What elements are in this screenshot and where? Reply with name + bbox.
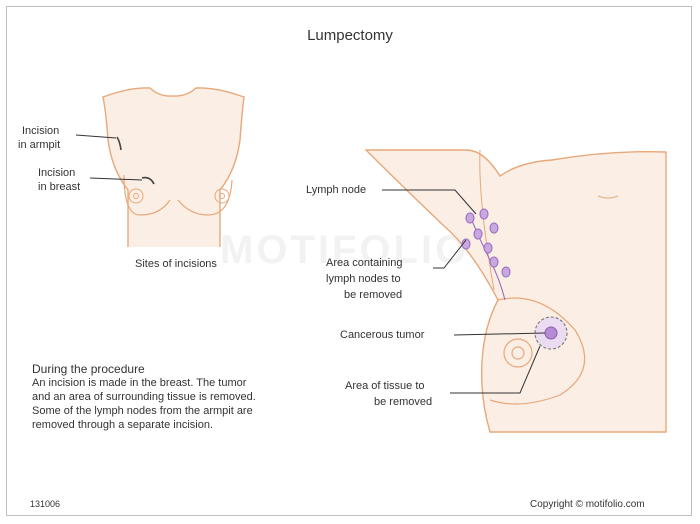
label-incision-armpit-line1: Incision	[22, 125, 60, 137]
description-line: Some of the lymph nodes from the armpit …	[32, 405, 253, 417]
torso-outline	[102, 87, 245, 247]
leader-armpit-incision	[75, 134, 117, 139]
diagram-title: Lumpectomy	[307, 27, 393, 44]
side-view	[364, 149, 667, 433]
leader-lines	[75, 134, 546, 394]
figure-id: 131006	[30, 499, 61, 509]
lymph-node	[489, 222, 499, 234]
leader-tissue-area	[450, 345, 541, 394]
lymph-node	[489, 256, 499, 268]
label-tissue-area-line2: be removed	[374, 396, 433, 408]
left-areola	[128, 188, 144, 204]
breast-contour	[489, 297, 586, 405]
left-nipple	[133, 193, 139, 199]
leader-tumor	[453, 332, 546, 336]
side-nipple	[511, 346, 525, 360]
label-tissue-area-line1: Area of tissue to	[345, 380, 425, 392]
armpit-incision-mark	[116, 136, 122, 151]
label-lymph-area-line3: be removed	[344, 289, 403, 301]
watermark: MOTIFOLIO	[220, 228, 470, 272]
side-areola	[503, 338, 533, 368]
label-lymph-area-line1: Area containing	[326, 257, 403, 269]
lymph-node	[461, 238, 471, 250]
lymph-node	[473, 228, 483, 240]
label-lymph-node: Lymph node	[306, 184, 367, 196]
lymph-node	[479, 208, 489, 220]
label-incision-breast-line1: Incision	[38, 167, 76, 179]
lymph-node	[501, 266, 511, 278]
label-incision-breast-line2: in breast	[38, 181, 81, 193]
description-heading: During the procedure	[32, 362, 145, 376]
side-body-outline	[364, 149, 667, 433]
leader-lymph-area	[433, 239, 467, 269]
lymph-node	[465, 212, 475, 224]
description-line: An incision is made in the breast. The t…	[32, 377, 247, 389]
label-cancerous-tumor: Cancerous tumor	[340, 329, 425, 341]
front-torso	[102, 87, 245, 247]
collarbone-line	[597, 195, 619, 199]
leader-breast-incision	[89, 177, 143, 181]
leader-lymph-node	[382, 189, 477, 215]
lymph-node	[483, 242, 493, 254]
lymph-nodes	[461, 208, 511, 301]
right-nipple	[219, 193, 225, 199]
description-line: and an area of surrounding tissue is rem…	[32, 391, 256, 403]
right-areola	[214, 188, 230, 204]
breast-incision-mark	[141, 176, 155, 185]
label-lymph-area-line2: lymph nodes to	[326, 273, 401, 285]
caption-sites-of-incisions: Sites of incisions	[135, 258, 217, 270]
procedure-description: During the procedure An incision is made…	[32, 362, 256, 432]
copyright-notice: Copyright © motifolio.com	[530, 499, 645, 510]
image-border	[6, 6, 692, 516]
description-line: removed through a separate incision.	[32, 419, 213, 431]
left-breast-curve	[123, 174, 171, 216]
label-incision-armpit-line2: in armpit	[18, 139, 61, 151]
cancerous-tumor	[544, 326, 558, 340]
